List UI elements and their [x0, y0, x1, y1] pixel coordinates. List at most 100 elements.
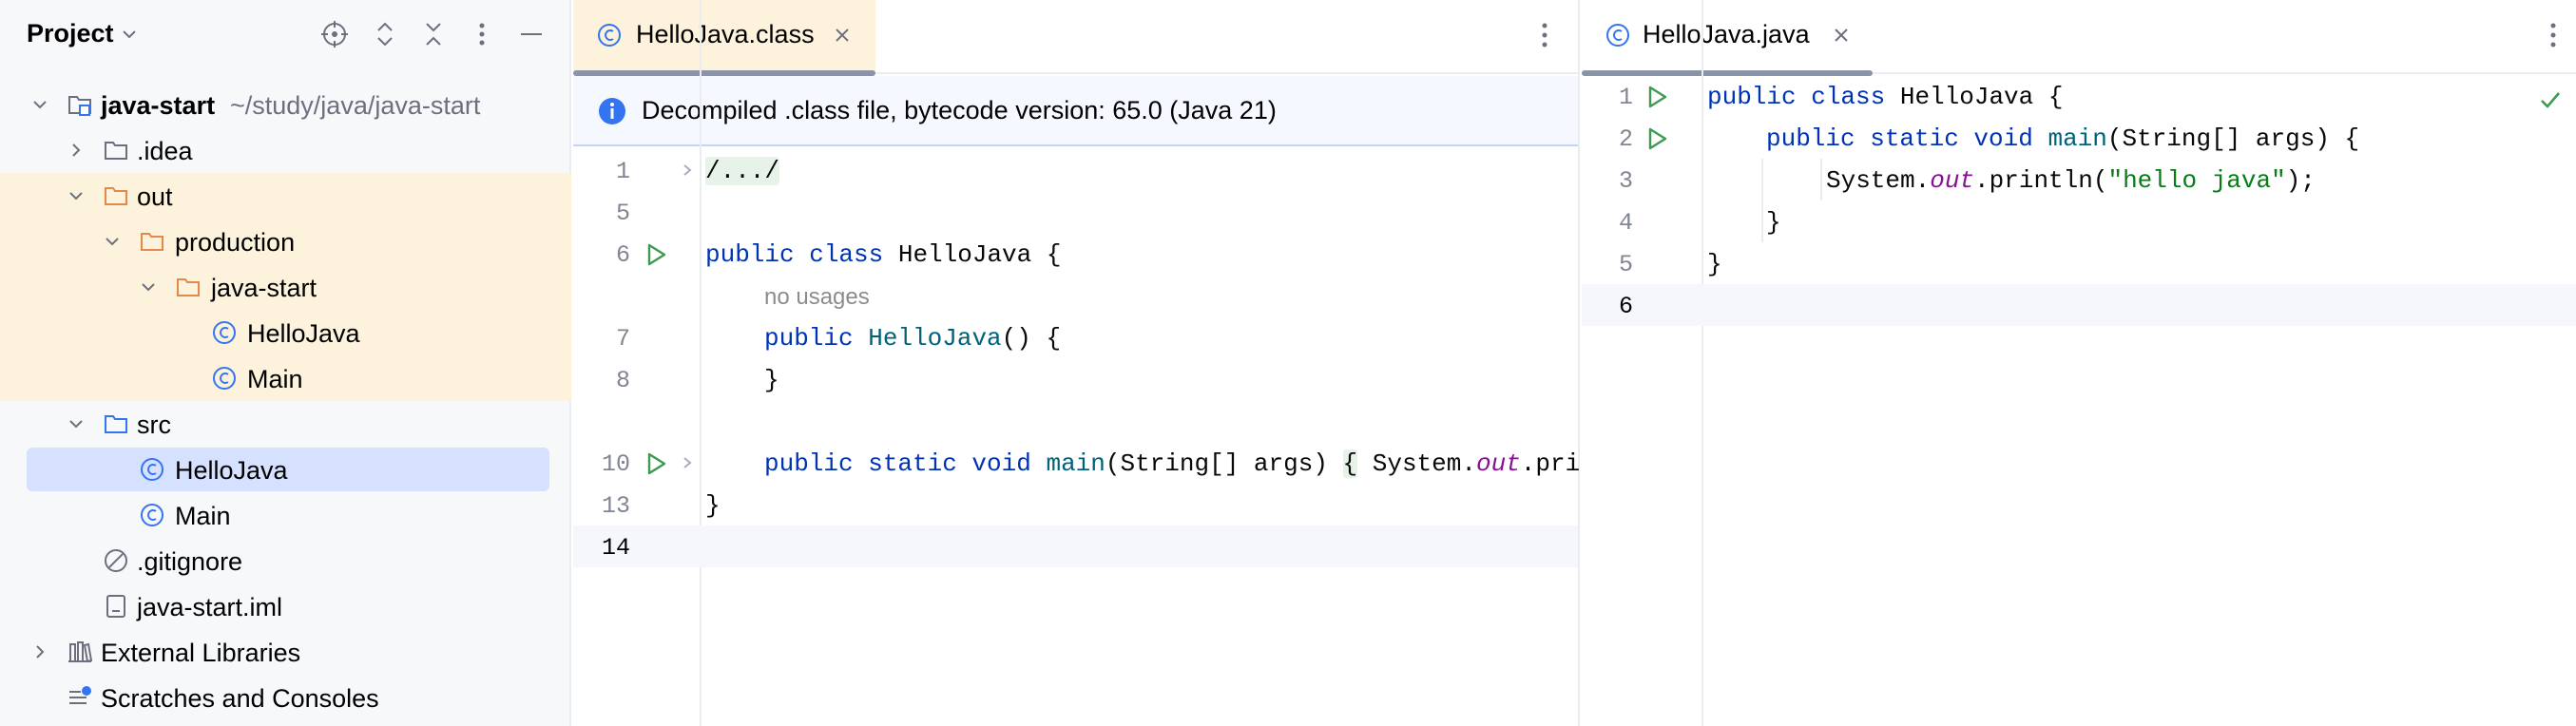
- info-icon: [599, 98, 625, 124]
- code-line[interactable]: 6 public class HelloJava {: [573, 233, 1578, 275]
- hide-icon[interactable]: [516, 19, 547, 49]
- close-icon[interactable]: [834, 27, 851, 44]
- code-text: (String[] args) {: [2106, 124, 2360, 153]
- chevron-down-icon[interactable]: [103, 232, 122, 251]
- more-options-icon[interactable]: [2542, 19, 2565, 51]
- code-line[interactable]: 5 }: [1582, 242, 2576, 284]
- chevron-down-icon[interactable]: [120, 25, 139, 44]
- locate-icon[interactable]: [319, 19, 350, 49]
- chevron-right-icon[interactable]: [67, 141, 86, 160]
- run-icon[interactable]: [1644, 126, 1669, 151]
- inspection-ok-icon[interactable]: [2538, 87, 2563, 112]
- chevron-down-icon[interactable]: [67, 186, 86, 205]
- fold-expand-icon[interactable]: [680, 162, 695, 178]
- gutter-divider: [700, 0, 702, 726]
- tree-item-label: HelloJava: [247, 319, 360, 348]
- tree-item-scratches[interactable]: Scratches and Consoles: [0, 675, 571, 720]
- line-number: 1: [1618, 84, 1633, 111]
- code-method: main: [2047, 124, 2107, 153]
- project-header: Project: [0, 0, 571, 68]
- line-number: 1: [615, 158, 630, 185]
- tree-item-label: src: [137, 411, 171, 439]
- line-number: 14: [601, 534, 630, 562]
- code-line-current[interactable]: 14: [573, 525, 1578, 567]
- more-options-icon[interactable]: [467, 19, 497, 49]
- more-options-icon[interactable]: [1533, 19, 1556, 51]
- project-title[interactable]: Project: [27, 19, 114, 48]
- run-icon[interactable]: [644, 451, 668, 476]
- tree-item-external-libraries[interactable]: External Libraries: [0, 629, 571, 675]
- editor-source-java: HelloJava.java 1 public class HelloJava …: [1582, 0, 2576, 726]
- expand-all-icon[interactable]: [370, 19, 400, 49]
- tree-item-label: External Libraries: [101, 639, 301, 667]
- folded-body[interactable]: {: [1342, 449, 1358, 478]
- code-text: HelloJava {: [883, 240, 1062, 269]
- line-number: 6: [1618, 293, 1633, 320]
- code-line[interactable]: 10 public static void main(String[] args…: [573, 442, 1581, 484]
- tree-item-label: Main: [247, 365, 303, 393]
- tree-item-label: HelloJava: [175, 456, 288, 485]
- tree-item-gitignore[interactable]: .gitignore: [0, 538, 571, 583]
- code-text: .println(: [1974, 166, 2108, 195]
- line-number: 2: [1618, 125, 1633, 153]
- fold-expand-icon[interactable]: [680, 455, 695, 470]
- folded-imports[interactable]: /.../: [705, 157, 780, 185]
- usages-hint[interactable]: no usages: [764, 284, 870, 310]
- tree-item-out[interactable]: out: [0, 173, 571, 219]
- code-keyword: public static void: [1766, 124, 2033, 153]
- iml-file-icon: [106, 595, 125, 618]
- chevron-down-icon[interactable]: [67, 414, 86, 433]
- tree-item-out-main[interactable]: Main: [0, 355, 571, 401]
- close-icon[interactable]: [1833, 27, 1850, 44]
- collapse-all-icon[interactable]: [418, 19, 449, 49]
- code-line[interactable]: 1 public class HelloJava {: [1582, 75, 2576, 117]
- line-number: 10: [601, 450, 630, 478]
- code-line[interactable]: 4 }: [1582, 201, 2576, 242]
- code-line[interactable]: 2 public static void main(String[] args)…: [1582, 117, 2576, 159]
- tree-item-iml[interactable]: java-start.iml: [0, 583, 571, 629]
- inlay-hint-row: no usages: [573, 275, 1578, 316]
- code-text: System.: [1826, 166, 1931, 195]
- code-line-current[interactable]: 6: [1582, 284, 2576, 326]
- editor-tab-bar: HelloJava.java: [1582, 0, 2576, 76]
- gutter-divider: [1701, 0, 1703, 726]
- tree-item-label: java-start: [101, 91, 216, 120]
- folder-icon: [105, 142, 127, 160]
- tree-item-label: .idea: [137, 137, 193, 165]
- tree-item-label: Scratches and Consoles: [101, 684, 379, 713]
- tree-item-src[interactable]: src: [0, 401, 571, 447]
- code-line[interactable]: 7 public HelloJava() {: [573, 316, 1578, 358]
- tree-item-idea[interactable]: .idea: [0, 127, 571, 173]
- code-text: .pri: [1520, 449, 1581, 478]
- tree-item-java-start[interactable]: java-start ~/study/java/java-start: [0, 82, 571, 127]
- code-keyword: public class: [1707, 83, 1886, 111]
- code-method: HelloJava: [868, 324, 1002, 353]
- code-line[interactable]: 5: [573, 191, 1578, 233]
- ignore-file-icon: [105, 549, 127, 572]
- code-line[interactable]: [573, 400, 1578, 442]
- folder-excluded-icon: [105, 187, 127, 205]
- tree-item-src-main[interactable]: Main: [0, 492, 571, 538]
- code-line[interactable]: 8 }: [573, 358, 1578, 400]
- java-class-icon: [598, 24, 621, 47]
- tree-item-src-hellojava[interactable]: HelloJava: [0, 447, 571, 492]
- line-number: 5: [1618, 251, 1633, 278]
- tree-item-out-hellojava[interactable]: HelloJava: [0, 310, 571, 355]
- project-tool-window: Project java-start ~/study/java/java-sta…: [0, 0, 571, 726]
- code-line[interactable]: 13 }: [573, 484, 1578, 525]
- chevron-right-icon[interactable]: [30, 642, 49, 661]
- tree-item-production[interactable]: production: [0, 219, 571, 264]
- run-icon[interactable]: [1644, 85, 1669, 109]
- chevron-down-icon[interactable]: [139, 277, 158, 296]
- code-line[interactable]: 1 /.../: [573, 149, 1578, 191]
- tree-item-out-java-start[interactable]: java-start: [0, 264, 571, 310]
- chevron-down-icon[interactable]: [30, 95, 49, 114]
- libraries-icon: [68, 641, 93, 663]
- tab-hellojava-class[interactable]: HelloJava.class: [573, 0, 875, 76]
- indent-guide: [1820, 159, 1822, 201]
- tab-hellojava-java[interactable]: HelloJava.java: [1582, 0, 1873, 76]
- line-number: 13: [601, 492, 630, 520]
- run-icon[interactable]: [644, 242, 668, 267]
- code-line[interactable]: 3 System.out.println("hello java");: [1582, 159, 2576, 201]
- tree-item-label: production: [175, 228, 296, 257]
